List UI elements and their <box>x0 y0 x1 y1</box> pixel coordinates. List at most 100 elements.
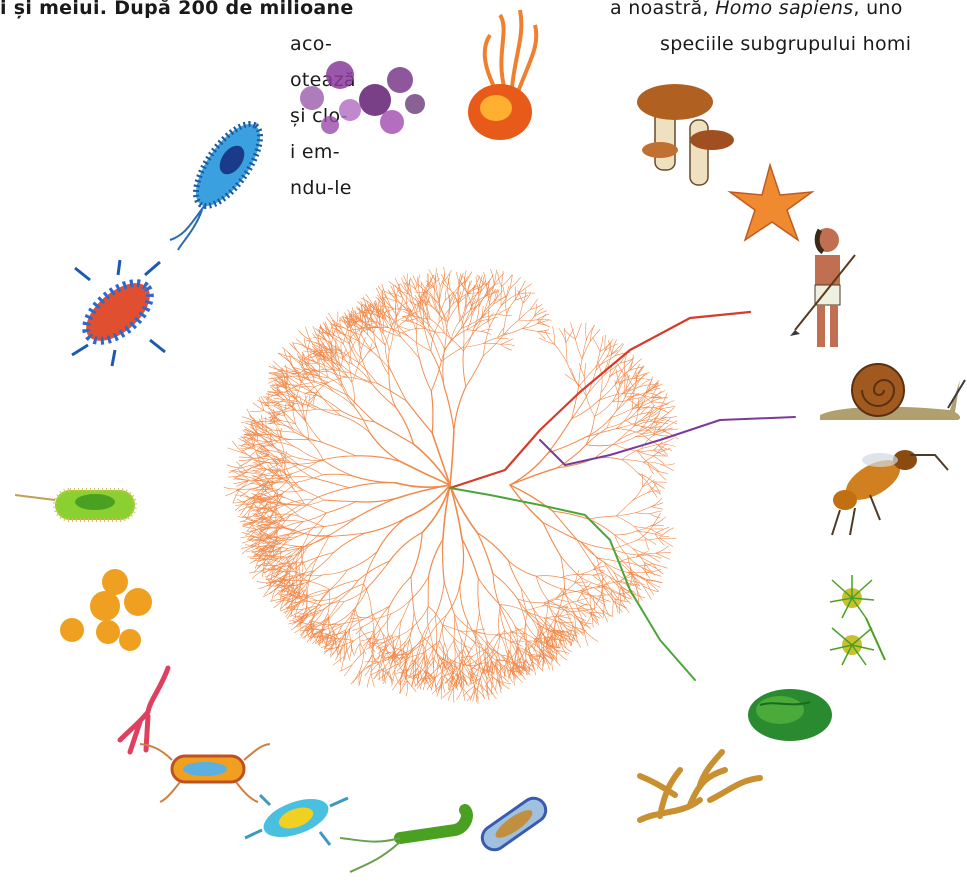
tree-branch <box>611 397 625 418</box>
tree-branch <box>552 655 560 666</box>
tree-branch <box>552 655 553 670</box>
tree-branch <box>374 332 379 352</box>
tree-branch <box>633 393 646 409</box>
tree-branch <box>401 600 410 620</box>
tree-branch <box>536 576 561 578</box>
tree-branch <box>285 520 304 521</box>
tree-branch <box>553 327 555 345</box>
tree-branch <box>593 338 600 351</box>
tree-branch <box>489 306 501 328</box>
tree-branch <box>474 297 486 310</box>
tree-branch <box>416 310 417 331</box>
tree-branch <box>355 609 360 628</box>
orange-flagellated-bacterium-organism <box>140 744 270 802</box>
tree-branch <box>498 308 511 314</box>
tree-branch <box>304 490 325 500</box>
tree-branch <box>347 647 350 660</box>
tree-branch <box>322 602 344 606</box>
tree-branch <box>650 511 662 514</box>
tree-branch <box>352 382 355 406</box>
tree-branch <box>487 649 488 664</box>
tree-branch <box>502 275 512 286</box>
tree-branch <box>578 609 586 617</box>
tree-branch <box>370 433 400 462</box>
tree-branch <box>630 581 644 585</box>
tree-branch <box>577 601 588 605</box>
tree-branch <box>501 344 512 350</box>
tree-branch <box>523 324 538 329</box>
tree-branch <box>483 343 500 344</box>
tree-branch <box>498 314 512 316</box>
tree-branch <box>279 395 291 405</box>
blue-rod-bacterium-organism <box>478 794 551 855</box>
tree-branch <box>278 442 299 449</box>
tree-branch <box>502 271 504 287</box>
tree-branch <box>429 540 443 577</box>
tree-branch <box>407 292 408 311</box>
tree-branch <box>241 422 255 423</box>
tree-branch <box>510 630 511 650</box>
tree-branch <box>645 382 658 393</box>
tree-branch <box>354 476 395 482</box>
tree-branch <box>453 688 454 702</box>
tree-branch <box>284 490 303 492</box>
tree-branch <box>659 538 676 539</box>
tree-branch <box>271 520 285 521</box>
tree-branch <box>319 362 320 377</box>
tree-branch <box>414 611 423 637</box>
tree-branch <box>348 396 374 422</box>
tree-branch <box>584 363 585 377</box>
tree-branch <box>559 614 571 616</box>
tree-branch <box>250 540 262 545</box>
tree-branch <box>420 359 432 391</box>
tree-branch <box>510 468 557 485</box>
tree-branch <box>579 367 596 387</box>
tree-branch <box>285 522 304 527</box>
tree-branch <box>293 343 306 347</box>
tree-branch <box>253 475 265 477</box>
tree-branch <box>390 533 423 562</box>
tree-branch <box>224 487 240 489</box>
tree-branch <box>406 401 432 433</box>
tree-branch <box>358 362 377 383</box>
tree-branch <box>463 325 464 351</box>
phylogenetic-tree <box>224 267 795 704</box>
tree-branch <box>406 681 407 696</box>
tree-branch <box>366 661 380 662</box>
tree-branch <box>435 582 444 615</box>
tree-branch <box>480 647 484 670</box>
tree-branch <box>523 293 531 304</box>
tree-branch <box>395 672 400 684</box>
tree-branch <box>621 600 629 613</box>
tree-branch <box>634 527 650 529</box>
tree-branch <box>607 343 611 357</box>
tree-branch <box>363 606 389 619</box>
tree-branch <box>616 409 633 429</box>
tree-branch <box>662 408 675 418</box>
tree-branch <box>660 444 675 446</box>
seaweed-organism <box>640 752 760 820</box>
tree-branch <box>582 341 591 360</box>
tree-branch <box>578 609 589 610</box>
tree-branch <box>593 596 603 604</box>
tree-branch <box>282 347 293 357</box>
green-rod-bacterium-organism <box>15 490 135 520</box>
tree-branch <box>396 297 399 310</box>
tree-branch <box>659 393 667 409</box>
tree-branch <box>444 385 454 430</box>
blue-ciliate-organism <box>170 114 272 250</box>
tree-branch <box>579 570 593 575</box>
tree-branch <box>501 339 513 345</box>
tree-branch <box>508 560 521 588</box>
tree-branch <box>662 465 674 471</box>
dandelion-seeds-organism <box>830 575 885 665</box>
tree-branch <box>324 600 341 610</box>
tree-branch <box>619 600 620 614</box>
tree-branch <box>656 553 670 559</box>
tree-branch <box>324 500 356 502</box>
tree-branch <box>454 387 466 431</box>
tree-branch <box>444 270 452 281</box>
tree-branch <box>253 403 264 411</box>
tree-branch <box>622 460 638 474</box>
